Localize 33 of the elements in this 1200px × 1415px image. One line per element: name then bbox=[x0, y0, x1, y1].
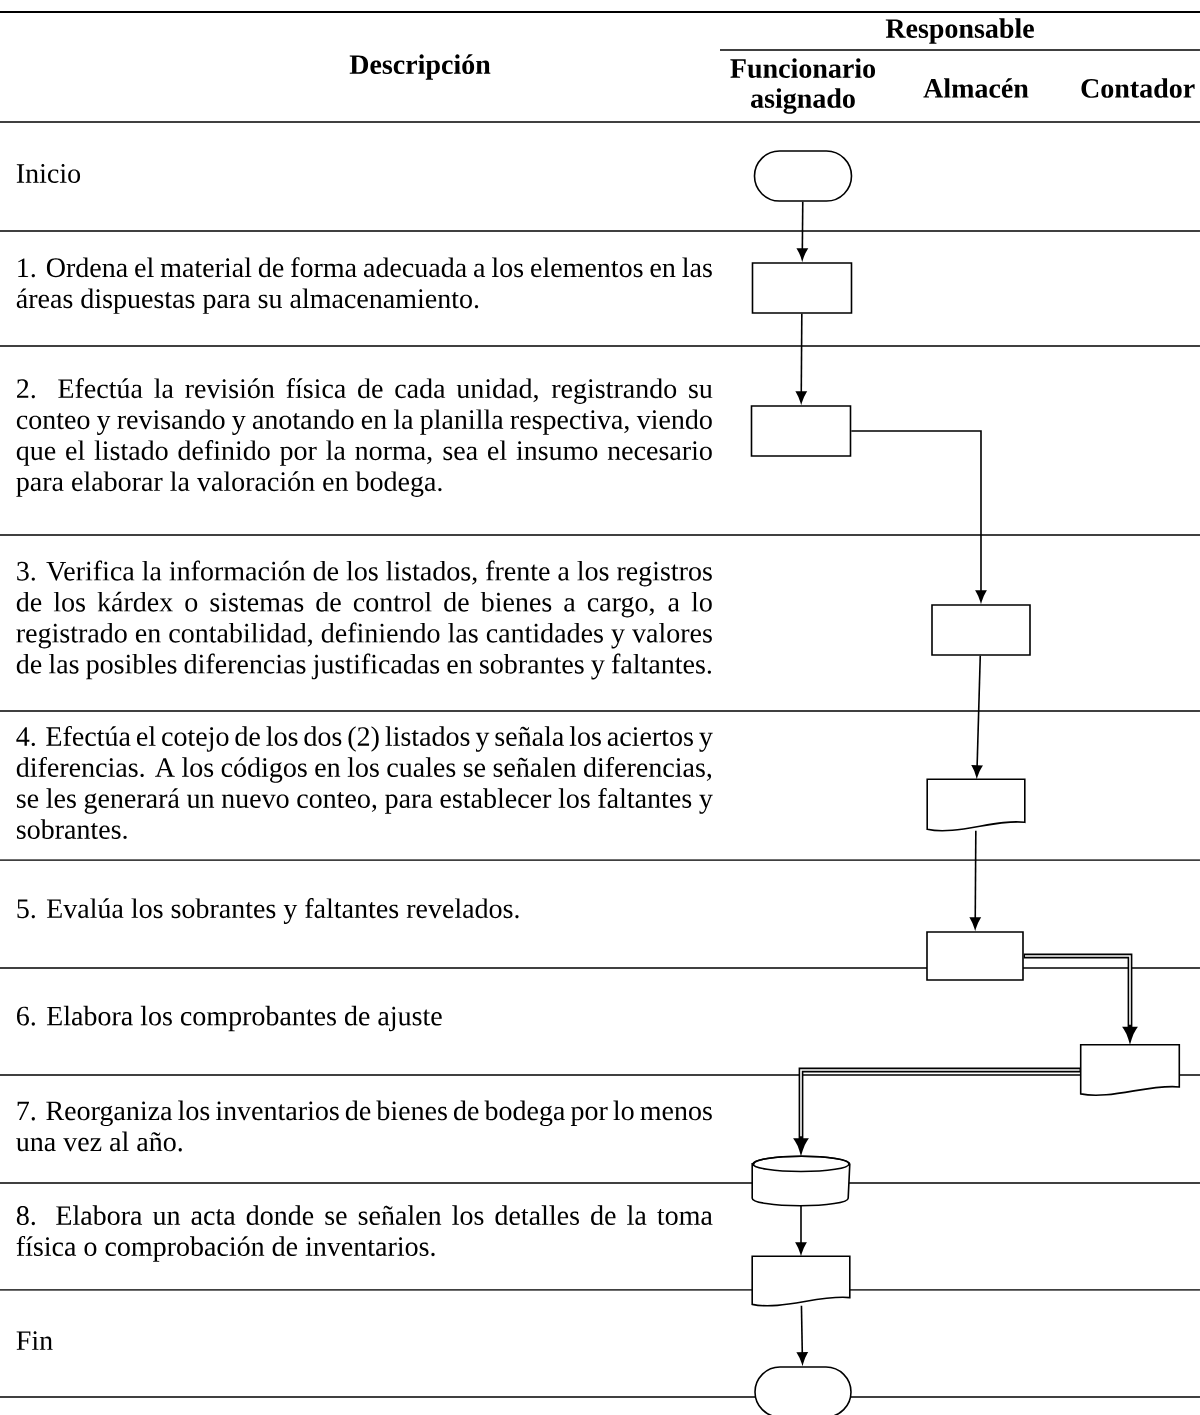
step-description: Inicio bbox=[16, 164, 81, 183]
process-box bbox=[926, 931, 1024, 981]
document-shape bbox=[751, 1255, 851, 1307]
step-description: 1. Ordena el material de forma adecuada a los elementos en las áreas dispuestas para su almacenamiento. bbox=[16, 257, 712, 314]
arrow bbox=[795, 1205, 807, 1255]
document-shape bbox=[1079, 1043, 1181, 1097]
step-description: 5. Evalúa los sobrantes y faltantes revelados. bbox=[17, 898, 519, 924]
step-description: 8. Elabora un acta donde se señalen los detalles de la toma física o comprobación de inventarios. bbox=[16, 1205, 713, 1262]
column-header: Contador bbox=[1081, 78, 1195, 98]
step-description: Fin bbox=[16, 1331, 53, 1350]
column-header: Descripción bbox=[349, 54, 491, 80]
arrow bbox=[795, 313, 807, 404]
step-description: 7. Reorganiza los inventarios de bienes de bodega por lo menos una vez al año. bbox=[16, 1100, 712, 1152]
arrow bbox=[971, 655, 983, 778]
process-box bbox=[931, 604, 1031, 656]
step-description: 6. Elabora los comprobantes de ajuste bbox=[17, 1005, 442, 1032]
step-description: 3. Verifica la información de los listados, frente a los registros de los kárdex o sistemas de control de bienes a cargo, a lo registrado en contabilidad, definiendo las cantidades y valores de las posibles diferencias justificadas en sobrantes y faltantes. bbox=[16, 560, 712, 680]
step-description: 4. Efectúa el cotejo de los dos (2) listados y señala los aciertos y diferencias. A los códigos en los cuales se señalen diferencias, se les generará un nuevo conteo, para establecer los faltantes y sobrantes. bbox=[16, 725, 713, 840]
column-header: Almacén bbox=[923, 78, 1029, 98]
arrow bbox=[797, 201, 808, 261]
terminal-shape bbox=[754, 1366, 852, 1415]
column-header: Responsable bbox=[885, 18, 1034, 44]
step-description: 2. Efectúa la revisión física de cada unidad, registrando su conteo y revisando y anotando en la planilla respectiva, viendo que el listado definido por la norma, sea el insumo necesario para elaborar la valoración en bodega. bbox=[16, 378, 713, 497]
arrow bbox=[850, 430, 987, 603]
process-box bbox=[751, 262, 853, 314]
arrow bbox=[797, 1305, 808, 1365]
document-shape bbox=[926, 778, 1026, 832]
column-header: Funcionario asignado bbox=[730, 58, 876, 114]
database-cylinder bbox=[751, 1155, 851, 1207]
process-box bbox=[750, 405, 852, 457]
arrow bbox=[969, 830, 981, 930]
terminal-shape bbox=[753, 150, 853, 202]
arrow bbox=[1023, 953, 1137, 1041]
